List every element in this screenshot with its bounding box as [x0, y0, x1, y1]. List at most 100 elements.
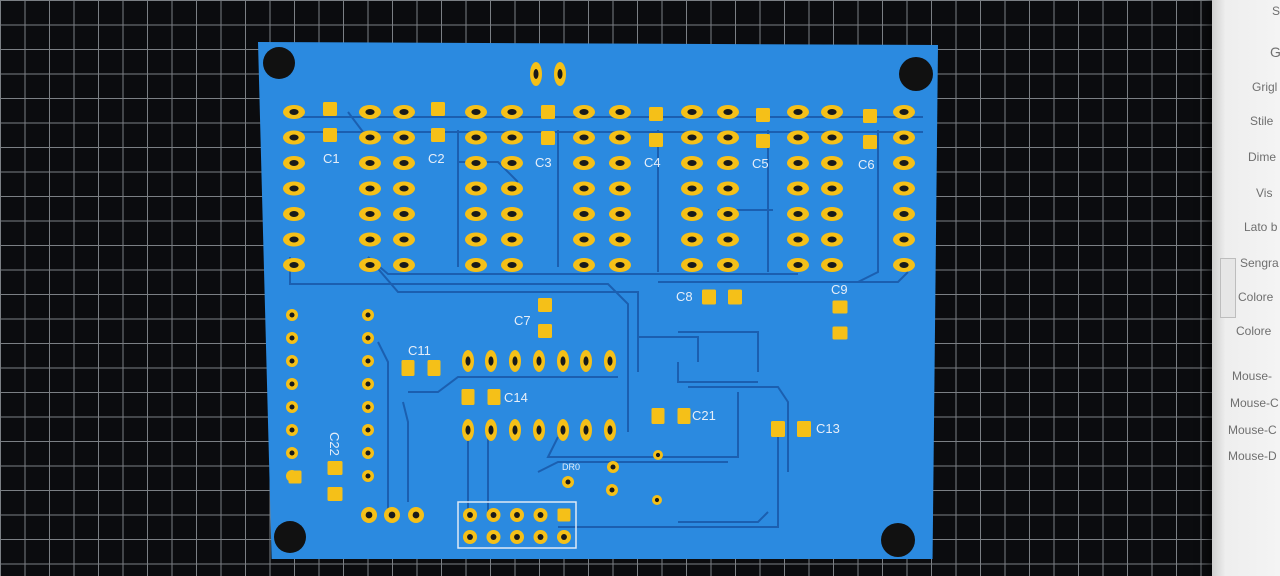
socket-pad[interactable] [501, 258, 523, 272]
socket-pad[interactable] [465, 130, 487, 145]
socket-pad[interactable] [681, 130, 703, 145]
capacitor-pad[interactable] [797, 421, 811, 437]
socket-pad[interactable] [573, 156, 595, 170]
ic-pin[interactable] [604, 419, 616, 441]
panel-label[interactable]: Dime [1248, 150, 1277, 164]
socket-pad[interactable] [609, 232, 631, 247]
socket-pad[interactable] [893, 258, 915, 272]
panel-label[interactable]: Lato b [1244, 220, 1278, 234]
socket-pad[interactable] [787, 130, 809, 145]
ic-pin[interactable] [533, 419, 545, 441]
socket-pad[interactable] [465, 105, 487, 119]
socket-pad[interactable] [609, 105, 631, 119]
socket-pad[interactable] [359, 105, 381, 119]
capacitor-pad[interactable] [832, 300, 848, 314]
socket-pad[interactable] [821, 156, 843, 170]
socket-pad[interactable] [283, 258, 305, 272]
socket-pad[interactable] [787, 105, 809, 119]
socket-pad[interactable] [573, 181, 595, 196]
connector-pin[interactable] [362, 401, 374, 413]
connector-pin[interactable] [286, 332, 298, 344]
socket-pad[interactable] [717, 105, 739, 119]
connector-pin-square[interactable] [288, 470, 302, 484]
socket-pad[interactable] [787, 232, 809, 247]
via-pad[interactable] [562, 476, 574, 488]
socket-pad[interactable] [821, 207, 843, 221]
panel-label[interactable]: Mouse-C [1230, 396, 1279, 410]
ic-pin[interactable] [580, 419, 592, 441]
socket-pad[interactable] [359, 156, 381, 170]
capacitor-pad[interactable] [461, 389, 475, 405]
connector-pin[interactable] [286, 401, 298, 413]
connector-pin[interactable] [362, 378, 374, 390]
capacitor-pad[interactable] [677, 408, 691, 424]
socket-pad[interactable] [501, 232, 523, 247]
panel-label[interactable]: Colore [1236, 324, 1272, 338]
panel-label[interactable]: Grigl [1252, 80, 1278, 94]
socket-pad[interactable] [609, 207, 631, 221]
connector-pin[interactable] [408, 507, 424, 523]
socket-pad[interactable] [573, 258, 595, 272]
socket-pad[interactable] [283, 181, 305, 196]
socket-pad[interactable] [359, 258, 381, 272]
capacitor-pad[interactable] [427, 360, 441, 376]
socket-pad[interactable] [893, 130, 915, 145]
connector-pin[interactable] [362, 309, 374, 321]
socket-pad[interactable] [501, 105, 523, 119]
panel-label[interactable]: Sengra [1240, 256, 1279, 270]
header-pin[interactable] [510, 508, 524, 522]
socket-pad[interactable] [501, 156, 523, 170]
socket-pad[interactable] [359, 232, 381, 247]
socket-pad[interactable] [501, 181, 523, 196]
capacitor-pad[interactable] [327, 461, 343, 475]
socket-pad[interactable] [787, 156, 809, 170]
capacitor-pad[interactable] [728, 289, 742, 305]
socket-pad[interactable] [283, 156, 305, 170]
capacitor-pad[interactable] [323, 128, 337, 142]
socket-pad[interactable] [821, 130, 843, 145]
via-pad[interactable] [606, 484, 618, 496]
socket-pad[interactable] [393, 258, 415, 272]
socket-pad[interactable] [787, 258, 809, 272]
socket-pad[interactable] [393, 130, 415, 145]
capacitor-pad[interactable] [651, 408, 665, 424]
socket-pad[interactable] [573, 130, 595, 145]
socket-pad[interactable] [573, 105, 595, 119]
header-pin[interactable] [486, 530, 501, 544]
socket-pad[interactable] [893, 207, 915, 221]
via-pad[interactable] [607, 461, 619, 473]
socket-pad[interactable] [609, 130, 631, 145]
socket-pad[interactable] [717, 181, 739, 196]
connector-pin[interactable] [362, 470, 374, 482]
connector-pin[interactable] [362, 332, 374, 344]
capacitor-pad[interactable] [771, 421, 785, 437]
socket-pad[interactable] [283, 130, 305, 145]
connector-pin[interactable] [384, 507, 400, 523]
capacitor-pad[interactable] [327, 487, 343, 501]
socket-pad[interactable] [573, 232, 595, 247]
ic-pin[interactable] [509, 350, 521, 372]
capacitor-pad[interactable] [649, 107, 663, 121]
socket-pad[interactable] [681, 207, 703, 221]
socket-pad[interactable] [681, 156, 703, 170]
socket-pad[interactable] [787, 181, 809, 196]
connector-pin[interactable] [362, 447, 374, 459]
socket-pad[interactable] [609, 156, 631, 170]
socket-pad[interactable] [717, 207, 739, 221]
capacitor-pad[interactable] [323, 102, 337, 116]
socket-pad[interactable] [393, 181, 415, 196]
socket-pad[interactable] [717, 258, 739, 272]
socket-pad[interactable] [717, 232, 739, 247]
socket-pad[interactable] [821, 258, 843, 272]
ic-pin[interactable] [485, 350, 497, 372]
socket-pad[interactable] [283, 207, 305, 221]
socket-pad[interactable] [609, 258, 631, 272]
socket-pad[interactable] [893, 156, 915, 170]
capacitor-pad[interactable] [538, 324, 552, 338]
ic-pin[interactable] [557, 419, 569, 441]
socket-pad[interactable] [893, 232, 915, 247]
capacitor-pad[interactable] [431, 128, 445, 142]
capacitor-pad[interactable] [401, 360, 415, 376]
socket-pad[interactable] [609, 181, 631, 196]
socket-pad[interactable] [465, 156, 487, 170]
